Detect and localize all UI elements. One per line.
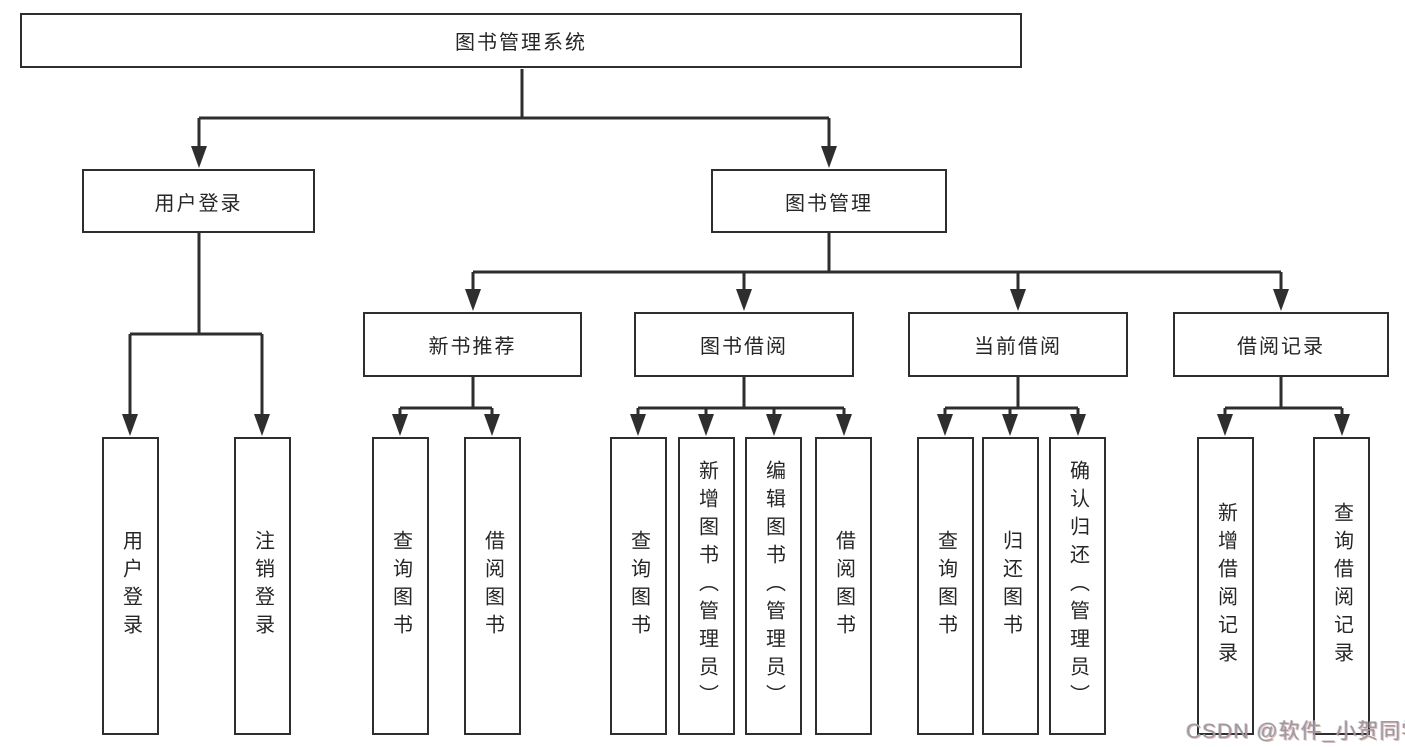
csdn-watermark: CSDN @软件_小贺同学 [1186,720,1405,743]
node-label: 查询图书 [934,530,957,642]
node-borrow-books-newbook: 借阅图书 [464,437,521,735]
node-new-book-recommendation: 新书推荐 [363,312,582,377]
node-confirm-return-admin: 确认归还（管理员） [1049,437,1106,735]
arrowhead-icon [1010,289,1026,311]
node-label: 当前借阅 [974,336,1062,358]
arrowhead-icon [698,414,714,436]
node-book-management: 图书管理 [711,169,947,233]
node-label: 新增借阅记录 [1214,502,1237,670]
node-edit-books-admin: 编辑图书（管理员） [745,437,802,735]
connector-newbook-branch [398,376,494,418]
node-user-login: 用户登录 [82,169,315,233]
connector-bookmgmt-branch [471,232,1283,293]
arrowhead-icon [1002,414,1018,436]
arrowhead-icon [836,414,852,436]
node-label: 查询图书 [389,530,412,642]
node-label: 借阅记录 [1237,336,1325,358]
node-add-borrow-record: 新增借阅记录 [1197,437,1254,735]
arrowhead-icon [821,146,837,168]
node-label: 确认归还（管理员） [1066,460,1089,712]
arrowhead-icon [736,289,752,311]
arrowhead-icon [1070,414,1086,436]
arrowhead-icon [766,414,782,436]
arrowhead-icon [392,414,408,436]
node-label: 用户登录 [119,530,142,642]
node-query-books-current: 查询图书 [917,437,974,735]
node-query-borrow-record: 查询借阅记录 [1313,437,1370,735]
node-logout-action: 注销登录 [234,437,291,735]
node-label: 借阅图书 [481,530,504,642]
node-add-books-admin: 新增图书（管理员） [678,437,735,735]
node-label: 用户登录 [154,192,243,215]
connector-borrowing-branch [636,376,846,418]
node-book-borrowing: 图书借阅 [634,312,854,377]
node-label: 归还图书 [999,530,1022,642]
node-label: 新增图书（管理员） [695,460,718,712]
node-query-books-newbook: 查询图书 [372,437,429,735]
arrowhead-icon [937,414,953,436]
arrowhead-icon [1273,289,1289,311]
arrowhead-icon [122,414,138,436]
arrowhead-icon [1217,414,1233,436]
connector-records-branch [1223,376,1344,418]
arrowhead-icon [191,146,207,168]
arrowhead-icon [1334,414,1350,436]
node-borrow-books-borrowing: 借阅图书 [815,437,872,735]
node-label: 新书推荐 [428,336,517,358]
node-borrowing-records: 借阅记录 [1173,312,1389,377]
node-query-books-borrowing: 查询图书 [610,437,667,735]
node-label: 注销登录 [251,530,274,642]
connector-userlogin-branch [128,232,264,418]
node-label: 借阅图书 [832,530,855,642]
node-user-login-action: 用户登录 [102,437,159,735]
node-return-books: 归还图书 [982,437,1039,735]
node-label: 图书管理 [785,192,873,215]
arrowhead-icon [484,414,500,436]
node-label: 图书借阅 [700,336,788,358]
node-label: 查询借阅记录 [1330,502,1353,670]
node-label: 图书管理系统 [455,32,587,54]
node-library-management-system: 图书管理系统 [20,13,1022,68]
arrowhead-icon [630,414,646,436]
connector-current-branch [943,376,1080,418]
node-label: 编辑图书（管理员） [762,460,785,712]
connector-root-to-level1 [197,69,831,150]
node-label: 查询图书 [627,530,650,642]
node-current-borrowing: 当前借阅 [908,312,1128,377]
arrowhead-icon [465,289,481,311]
arrowhead-icon [254,414,270,436]
